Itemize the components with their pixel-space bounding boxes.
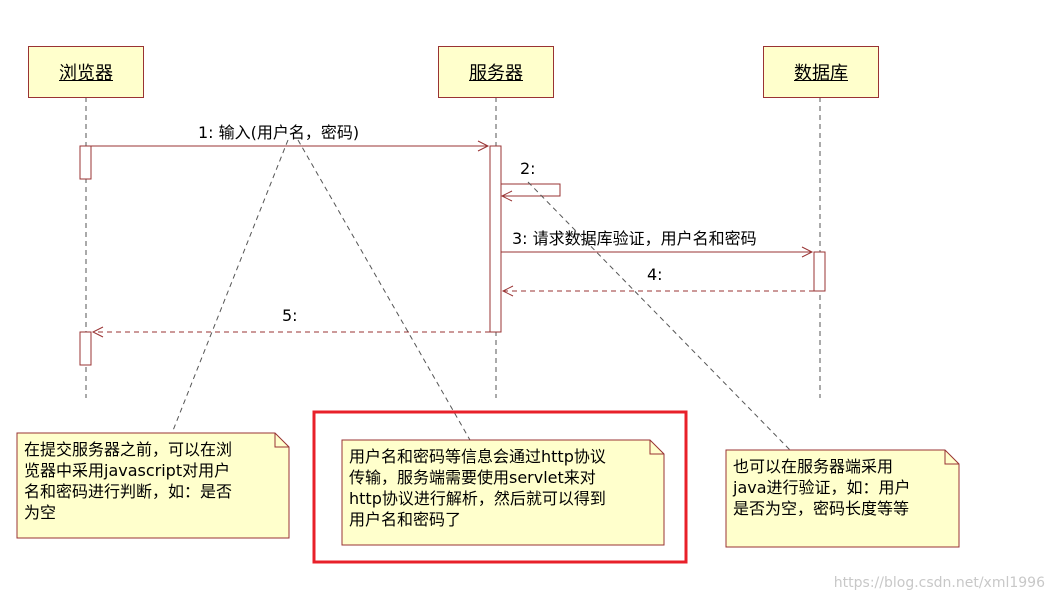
message-4-arrowhead (501, 285, 514, 297)
message-4-label: 4: (647, 265, 663, 284)
message-2-self-line (501, 183, 561, 197)
message-2-arrowhead (500, 190, 513, 202)
lifeline-server: 服务器 (438, 46, 554, 98)
note-server-shape (725, 449, 960, 548)
lifeline-browser-label: 浏览器 (59, 63, 113, 84)
highlight-box (312, 410, 688, 564)
message-3-arrowhead (801, 246, 814, 258)
note-http-text: 用户名和密码等信息会通过http协议 传输，服务端需要使用servlet来对 h… (349, 447, 606, 529)
lifeline-browser: 浏览器 (28, 46, 144, 98)
message-2-label: 2: (520, 159, 536, 178)
note-browser-anchor (171, 139, 289, 434)
note-server-text: 也可以在服务器端采用 java进行验证，如：用户 是否为空，密码长度等等 (733, 457, 911, 518)
lifeline-database: 数据库 (763, 46, 879, 98)
note-http-fold (649, 440, 664, 455)
activation-server (489, 145, 502, 333)
lifeline-database-label: 数据库 (794, 63, 848, 84)
lifeline-server-label: 服务器 (469, 63, 523, 84)
note-browser-shape (16, 432, 290, 539)
watermark: https://blog.csdn.net/xml1996 (833, 575, 1045, 591)
note-server-anchor (527, 181, 791, 451)
activation-browser-2 (79, 331, 92, 366)
note-browser-text: 在提交服务器之前，可以在浏 览器中采用javascript对用户 名和密码进行判… (24, 440, 233, 522)
message-5-label: 5: (282, 306, 298, 325)
message-3-label: 3: 请求数据库验证，用户名和密码 (512, 229, 757, 248)
activation-database (813, 251, 826, 292)
note-server-fold (944, 450, 959, 465)
note-http-anchor (297, 139, 471, 441)
note-browser-fold (274, 433, 289, 448)
message-5-arrowhead (91, 326, 104, 338)
message-1-label: 1: 输入(用户名，密码) (198, 123, 360, 142)
message-1-arrowhead (477, 140, 490, 152)
note-http-shape (341, 439, 665, 546)
activation-browser-1 (79, 145, 92, 180)
